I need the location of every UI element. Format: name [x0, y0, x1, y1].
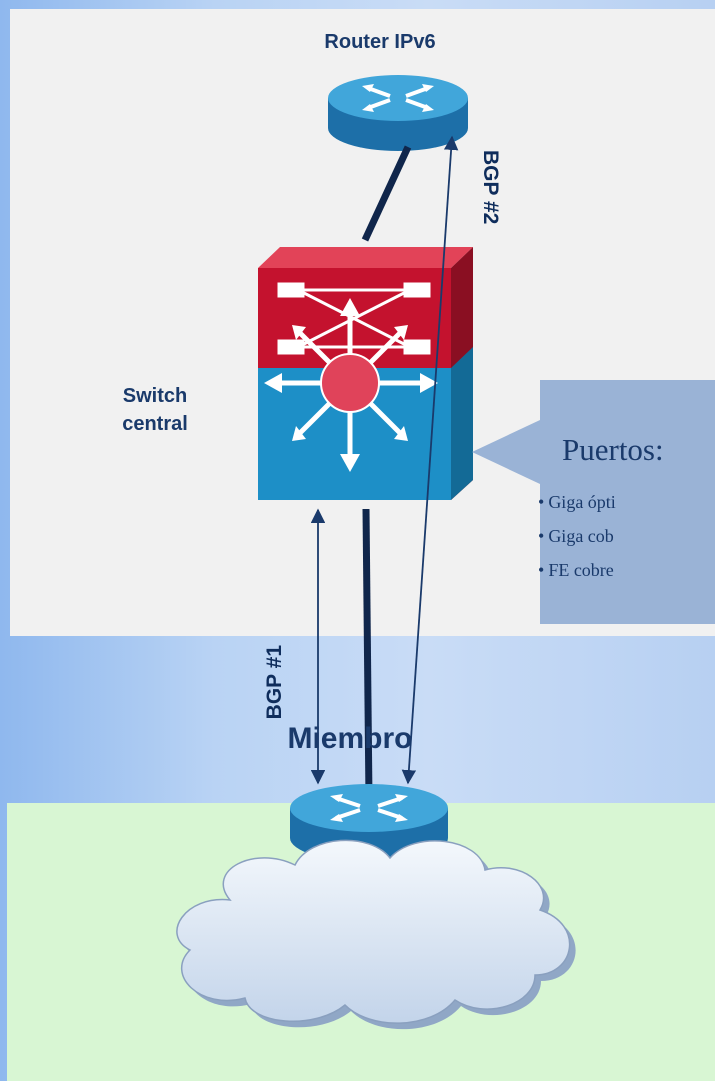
switch-label-line1: Switch: [122, 385, 188, 407]
ports-list: Giga ópti Giga cob FE cobre: [538, 490, 616, 592]
bgp2-label: BGP #2: [479, 150, 502, 225]
router-label: Router IPv6: [324, 31, 436, 53]
router-icon: [328, 75, 468, 151]
member-link-line: [362, 508, 373, 801]
callout-title: Puertos:: [562, 432, 664, 467]
member-label: Miembro: [287, 722, 413, 755]
router-icon: [290, 784, 448, 862]
callout-tail: [472, 420, 540, 484]
port-item: FE cobre: [538, 558, 616, 592]
cloud-icon: [176, 839, 576, 1030]
bgp2-arrow: [401, 135, 459, 785]
switch-label-line2: central: [122, 413, 188, 435]
switch-label: Switch central: [90, 382, 220, 438]
port-item: Giga ópti: [538, 490, 616, 524]
port-item: Giga cob: [538, 524, 616, 558]
uplink-line: [361, 145, 412, 242]
bgp1-label: BGP #1: [263, 645, 286, 720]
